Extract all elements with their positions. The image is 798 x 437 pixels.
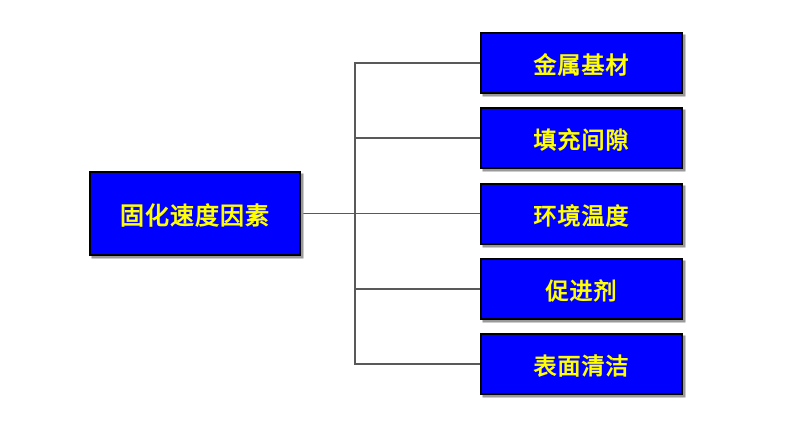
branch-node-label: 金属基材 bbox=[533, 52, 630, 78]
connector-trunk-vertical bbox=[354, 62, 356, 365]
branch-node-metal-substrate: 金属基材 bbox=[480, 32, 683, 94]
branch-node-label: 促进剂 bbox=[545, 278, 618, 304]
root-node-label: 固化速度因素 bbox=[120, 203, 270, 230]
branch-node-accelerator: 促进剂 bbox=[480, 258, 683, 320]
branch-node-fill-gap: 填充间隙 bbox=[480, 107, 683, 169]
root-node-curing-speed-factors: 固化速度因素 bbox=[89, 171, 301, 256]
branch-node-label: 表面清洁 bbox=[533, 353, 630, 379]
branch-node-label: 环境温度 bbox=[533, 203, 630, 229]
connector-branch-fill-gap bbox=[354, 137, 480, 139]
connector-branch-accelerator bbox=[354, 288, 480, 290]
branch-node-surface-clean: 表面清洁 bbox=[480, 333, 683, 395]
branch-node-ambient-temperature: 环境温度 bbox=[480, 183, 683, 245]
connector-branch-metal-substrate bbox=[354, 62, 480, 64]
connector-branch-surface-clean bbox=[354, 363, 480, 365]
connector-root-to-trunk bbox=[301, 212, 480, 215]
branch-node-label: 填充间隙 bbox=[533, 127, 630, 153]
